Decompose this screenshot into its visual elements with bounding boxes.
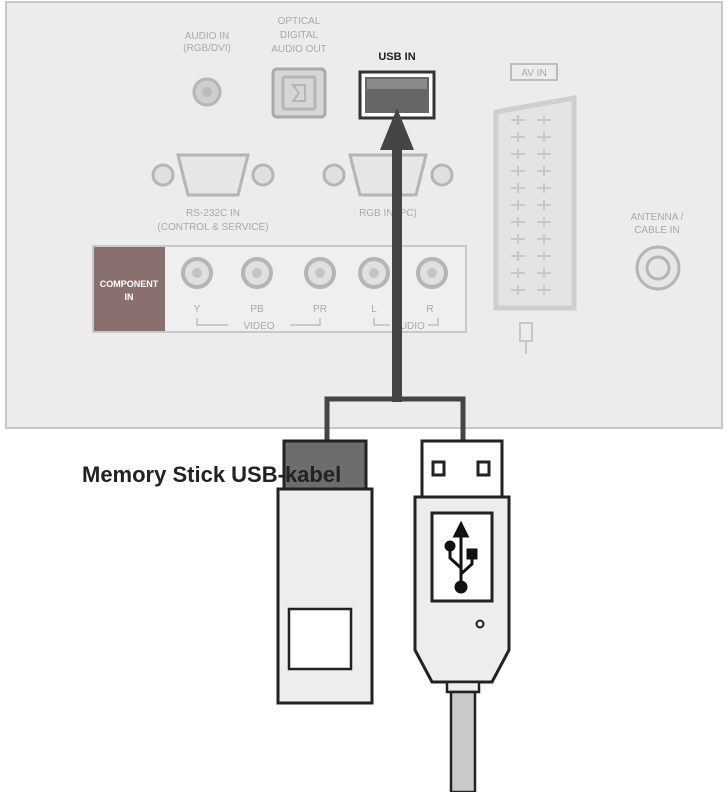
optical-label-1: OPTICAL <box>278 16 321 27</box>
component-section: COMPONENT IN Y PB PR L R VIDEO AUDIO <box>92 245 467 333</box>
jack-label-pr: PR <box>313 304 327 315</box>
optical-label-2: DIGITAL <box>280 30 319 41</box>
audio-in-port: AUDIO IN (RGB/DVI) <box>183 31 231 107</box>
component-label-box <box>94 247 165 331</box>
av-in-label: AV IN <box>521 68 546 79</box>
usb-symbol-icon <box>444 520 478 594</box>
rs232c-port: RS-232C IN (CONTROL & SERVICE) <box>151 153 275 233</box>
antenna-label-1: ANTENNA / <box>631 212 684 223</box>
jack-label-y: Y <box>194 304 201 315</box>
arrow-head <box>380 108 414 150</box>
jack-label-l: L <box>371 304 377 315</box>
rgb-in-pc-port: RGB IN (PC) <box>322 153 454 219</box>
antenna-port: ANTENNA / CABLE IN <box>631 212 684 291</box>
optical-label-3: AUDIO OUT <box>271 44 327 55</box>
caption-text: Memory Stick USB-kabel <box>82 462 342 487</box>
audio-in-label-2: (RGB/DVI) <box>183 43 231 54</box>
video-label: VIDEO <box>243 321 274 332</box>
av-in-port: AV IN <box>493 63 577 354</box>
rs232c-label-1: RS-232C IN <box>186 208 240 219</box>
antenna-label-2: CABLE IN <box>634 225 680 236</box>
rgb-in-pc-label: RGB IN (PC) <box>359 208 417 219</box>
component-label-2: IN <box>125 292 134 302</box>
jack-label-r: R <box>426 304 433 315</box>
rs232c-label-2: (CONTROL & SERVICE) <box>157 222 268 233</box>
jack-label-pb: PB <box>250 304 264 315</box>
component-label-1: COMPONENT <box>100 279 159 289</box>
usb-in-label: USB IN <box>378 51 415 63</box>
audio-label: AUDIO <box>393 321 425 332</box>
optical-audio-out-port: OPTICAL DIGITAL AUDIO OUT <box>271 16 327 119</box>
audio-in-label-1: AUDIO IN <box>185 31 229 42</box>
memory-stick <box>276 439 374 705</box>
connection-lines <box>324 108 466 446</box>
usb-cable-plug <box>413 439 511 792</box>
